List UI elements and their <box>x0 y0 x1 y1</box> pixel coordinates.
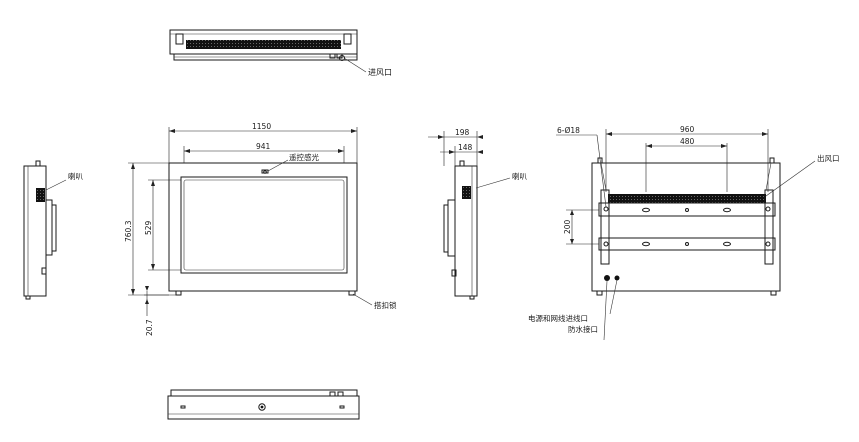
air-outlet-label: 出风口 <box>817 153 840 163</box>
side-speaker-grille <box>462 186 471 199</box>
left-speaker-grille <box>36 188 45 202</box>
remote-sensor-label: 遥控感光 <box>289 152 319 162</box>
lock-label: 搭扣锁 <box>374 300 397 310</box>
top-view: 进风口 <box>169 29 392 77</box>
waterproof-port <box>614 275 620 281</box>
bottom-view <box>167 389 360 420</box>
dim-screen-height: 529 <box>144 220 153 235</box>
air-inlet-label: 进风口 <box>368 68 392 77</box>
right-side-view: 喇叭 198 148 <box>428 128 527 300</box>
dim-screen-width: 941 <box>256 142 271 151</box>
dim-back-width: 960 <box>680 125 695 134</box>
dim-side-depth-inner: 148 <box>458 143 473 152</box>
front-view: 遥控感光 搭扣锁 1150 941 760.3 529 20.7 <box>124 122 397 336</box>
dim-back-height: 200 <box>563 219 572 234</box>
speaker-label-left: 喇叭 <box>68 171 83 181</box>
speaker-label-side: 喇叭 <box>512 171 527 181</box>
power-port <box>604 275 610 281</box>
dim-overall-height: 760.3 <box>124 220 133 242</box>
dim-back-holes: 6-Ø18 <box>557 126 580 135</box>
air-outlet-grille <box>608 194 766 203</box>
dim-front-width: 1150 <box>252 122 271 131</box>
top-vent-grille <box>186 40 341 49</box>
dim-foot-height: 20.7 <box>145 319 154 336</box>
left-side-view: 喇叭 <box>23 160 83 300</box>
dim-side-depth: 198 <box>455 128 470 137</box>
power-network-label: 电源和网线进线口 <box>528 313 588 323</box>
back-view: 6-Ø18 960 480 200 出风口 电源和网线进线口 防水接口 <box>528 125 840 341</box>
dim-back-spacing: 480 <box>680 137 695 146</box>
waterproof-label: 防水接口 <box>568 324 598 334</box>
